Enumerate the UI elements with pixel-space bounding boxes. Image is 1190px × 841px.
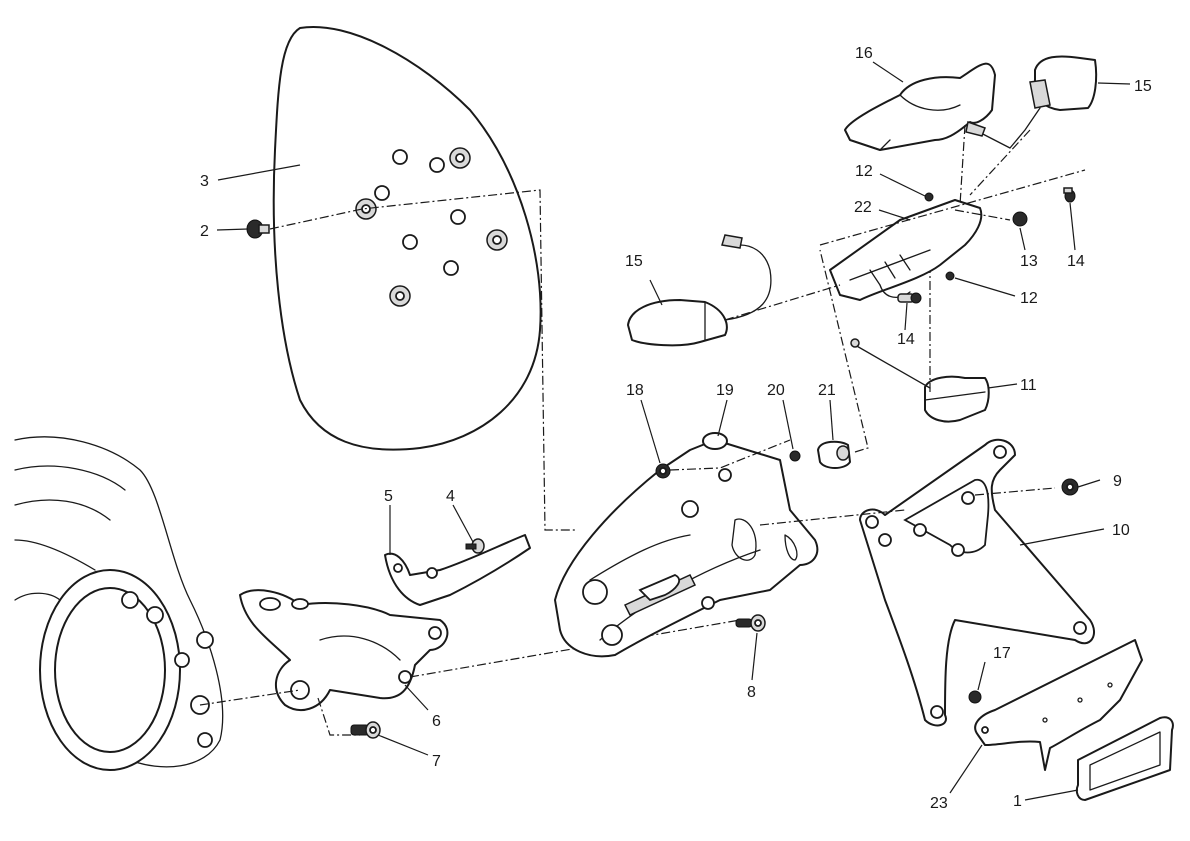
callout-12-bottom: 12 [1020,290,1038,307]
callout-3: 3 [200,173,209,190]
callout-15-left: 15 [625,253,643,270]
callout-12-top: 12 [855,163,873,180]
part-cover-16 [844,62,996,151]
part-cable-bracket-5 [384,534,531,606]
part-indicator-15-right [965,55,1098,149]
part-reflector-1 [1075,716,1174,801]
callout-6: 6 [432,713,441,730]
part-indicator-15-left [627,234,772,347]
part-screw-12-bottom [945,271,955,281]
part-plate-bracket-23 [974,639,1143,771]
part-indicator-support-22 [829,199,983,301]
assembly-line [954,209,1011,221]
assembly-line [317,697,360,736]
assembly-line [759,509,906,526]
callout-20: 20 [767,382,785,399]
callout-2: 2 [200,223,209,240]
part-nut-18 [655,463,671,479]
callout-13: 13 [1020,253,1038,270]
part-screw-12-top [924,192,934,202]
callout-19: 19 [716,382,734,399]
part-screw-4 [465,538,485,554]
leader-lines [216,61,1131,801]
callout-15-right: 15 [1134,78,1152,95]
assembly-line [819,249,869,453]
part-nut-17 [968,690,982,704]
callout-17: 17 [993,645,1011,662]
part-screw-2 [246,219,270,239]
part-plate-holder-10 [859,438,1095,727]
callout-18: 18 [626,382,644,399]
assembly-line [409,619,741,678]
assembly-line [819,169,1086,246]
part-screw-14-lower [897,292,922,304]
part-screw-14-right [1063,187,1076,203]
callout-5: 5 [384,488,393,505]
callout-9: 9 [1113,473,1122,490]
callout-21: 21 [818,382,836,399]
callout-10: 10 [1112,522,1130,539]
callout-22: 22 [854,199,872,216]
callout-8: 8 [747,684,756,701]
part-nut-9 [1061,478,1079,496]
callout-7: 7 [432,753,441,770]
part-license-light-11 [850,338,990,423]
callout-11: 11 [1020,377,1037,394]
part-cover-plate [272,26,542,451]
assembly-line [974,487,1056,496]
part-screw-8 [735,614,766,632]
callout-16: 16 [855,45,873,62]
part-frame-section [14,436,224,771]
callout-14-lower: 14 [897,331,915,348]
assembly-line [724,284,841,321]
callout-1: 1 [1013,793,1022,810]
part-spacer-21 [817,440,851,469]
part-screw-7 [350,721,381,739]
callout-23: 23 [930,795,948,812]
part-washer-20 [789,450,801,462]
part-mounting-plate-19 [554,432,819,658]
part-support-bracket-6 [239,589,449,711]
part-nut-13 [1012,211,1028,227]
assembly-line [969,129,1031,196]
callout-4: 4 [446,488,455,505]
assembly-line [959,124,966,206]
assembly-line [269,189,575,531]
callout-14-right: 14 [1067,253,1085,270]
